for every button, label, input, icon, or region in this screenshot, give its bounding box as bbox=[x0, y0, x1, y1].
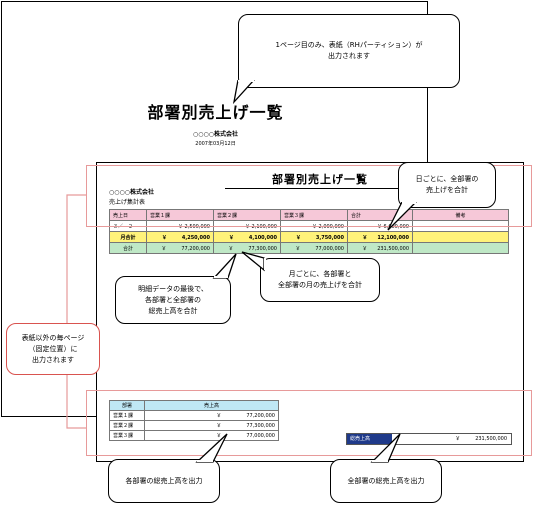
callout-monthly-total: 月ごとに、各部署と 全部署の月の売上げを合計 bbox=[260, 258, 380, 302]
grand-total-label: 総売上高 bbox=[347, 434, 392, 444]
callout-all-output: 全部署の総売上高を出力 bbox=[330, 459, 442, 503]
callout-dept-output: 各部署の総売上高を出力 bbox=[108, 459, 220, 503]
callout-detail-tail bbox=[212, 253, 237, 279]
header-fixed-frame bbox=[86, 165, 532, 227]
report-company: ○○○○株式会社 bbox=[109, 189, 154, 196]
callout-all-tail bbox=[370, 433, 401, 463]
monthly-total-row: 月合計 ￥ 4,250,000 ￥ 4,100,000 ￥ 3,750,000 … bbox=[109, 231, 509, 243]
report-subtitle: 売上げ集計表 bbox=[109, 199, 146, 206]
report-title: 部署別売上げ一覧 bbox=[225, 171, 415, 189]
grand-total-row: 合計 ￥ 77,200,000 ￥ 77,300,000 ￥ 77,000,00… bbox=[109, 242, 509, 254]
callout-monthly-tail bbox=[241, 251, 266, 272]
total-remarks bbox=[412, 242, 509, 254]
cover-date: 2007年03月12日 bbox=[195, 141, 236, 147]
cover-company: ○○○○株式会社 bbox=[193, 131, 238, 138]
table-row: 営業３課 ￥ 77,000,000 bbox=[109, 430, 279, 441]
grand-total-value: ￥ 231,500,000 bbox=[455, 436, 507, 442]
callout-detail-end: 明細データの最後で、 各部署と全部署の 総売上高を合計 bbox=[115, 276, 231, 324]
callout-dept-tail bbox=[195, 433, 228, 463]
callout-daily-tail bbox=[387, 202, 417, 231]
dept-total-table: 部署 売上高 営業１課 ￥ 77,200,000 営業２課 ￥ 77,300,0… bbox=[109, 400, 279, 441]
dept-sales: ￥ 77,000,000 bbox=[144, 430, 279, 441]
total-label: 合計 bbox=[109, 242, 147, 254]
grand-total-box: 総売上高 ￥ 231,500,000 bbox=[346, 433, 512, 445]
cover-title: 部署別売上げ一覧 bbox=[147, 103, 284, 122]
callout-cover-only: 1ページ目のみ、表紙（RHパーティション）が 出力されます bbox=[238, 14, 460, 88]
callout-cover-tail bbox=[232, 80, 255, 104]
total-dept1: ￥ 77,200,000 bbox=[146, 242, 214, 254]
callout-daily-total: 日ごとに、全部署の 売上げを合計 bbox=[398, 162, 496, 208]
total-dept3: ￥ 77,000,000 bbox=[280, 242, 348, 254]
report-page: 部署別売上げ一覧 ○○○○株式会社 売上げ集計表 売上日 営業１課 営業２課 営… bbox=[96, 162, 524, 462]
callout-every-page: 表紙以外の毎ページ （固定位置）に 出力されます bbox=[6, 323, 100, 375]
footer-fixed-frame bbox=[86, 390, 532, 456]
